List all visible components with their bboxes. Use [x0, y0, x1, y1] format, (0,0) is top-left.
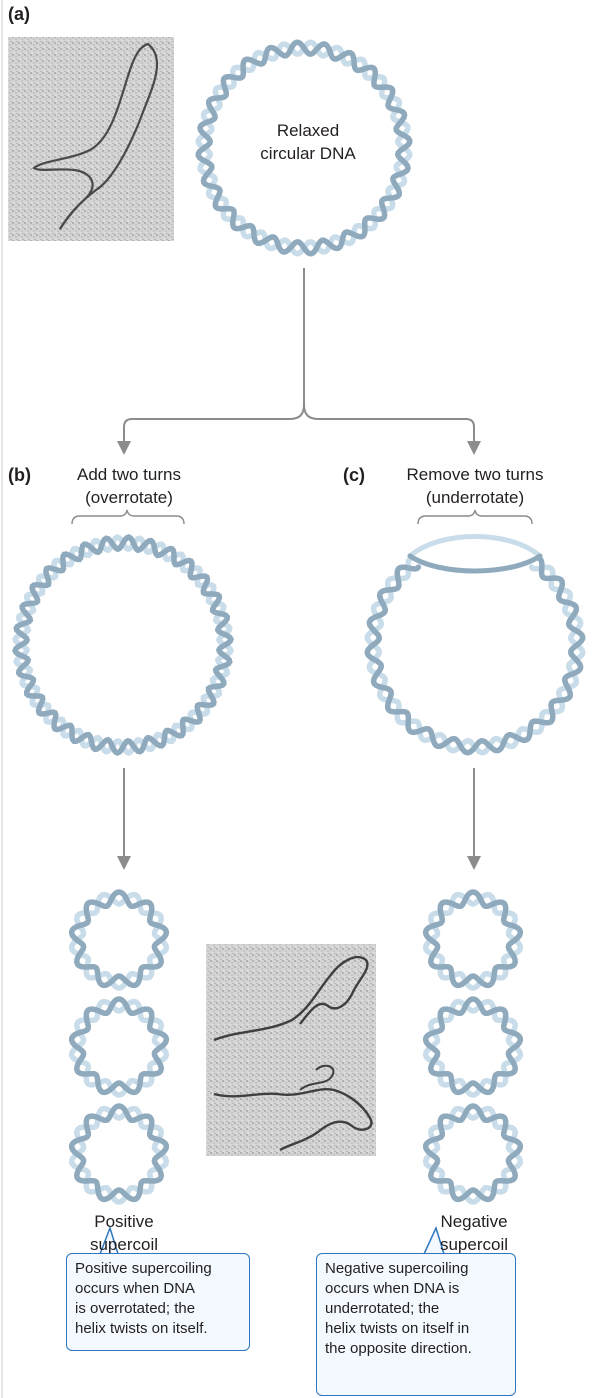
negative-supercoil-loop-1: [422, 889, 524, 991]
unwound-strand: [407, 534, 543, 559]
arrowhead-to-negative: [467, 856, 481, 870]
positive-supercoil-note: Positive supercoiling occurs when DNA is…: [66, 1253, 250, 1351]
positive-supercoil-label: Positive supercoil: [89, 1212, 159, 1254]
micrograph-relaxed-dna: [8, 37, 174, 241]
micrograph-supercoiled-dna: [206, 944, 376, 1156]
relaxed-dna-ring: [195, 39, 413, 257]
arrowhead-to-b: [117, 441, 131, 455]
underrotate-label: Remove two turns (underrotate): [406, 465, 544, 507]
bracket-b: [71, 509, 185, 525]
bracket-c: [417, 509, 533, 525]
panel-letter-b: (b): [8, 465, 31, 485]
panel-letter-a: (a): [8, 4, 30, 24]
arrowhead-to-c: [467, 441, 481, 455]
positive-supercoil-loop-1: [68, 889, 170, 991]
helix-shapes: [12, 39, 586, 1205]
overrotate-label: Add two turns (overrotate): [77, 465, 181, 507]
negative-supercoil-loop-2: [422, 996, 524, 1098]
negative-supercoil-label: Negative supercoil: [439, 1212, 509, 1254]
callout-pointer-positive: [99, 1225, 119, 1255]
panel-letter-c: (c): [343, 465, 365, 485]
branch-connector: [123, 268, 475, 445]
underrotated-dna-ring: [364, 534, 586, 756]
negative-supercoil-loop-3: [422, 1103, 524, 1205]
callout-pointer-negative: [423, 1225, 445, 1255]
relaxed-dna-label: Relaxed circular DNA: [260, 121, 356, 163]
overrotated-dna-ring: [12, 534, 234, 756]
positive-supercoil-loop-2: [68, 996, 170, 1098]
positive-supercoil-loop-3: [68, 1103, 170, 1205]
unwound-strand: [407, 553, 543, 574]
negative-supercoil-note: Negative supercoiling occurs when DNA is…: [316, 1253, 516, 1396]
arrowhead-to-positive: [117, 856, 131, 870]
